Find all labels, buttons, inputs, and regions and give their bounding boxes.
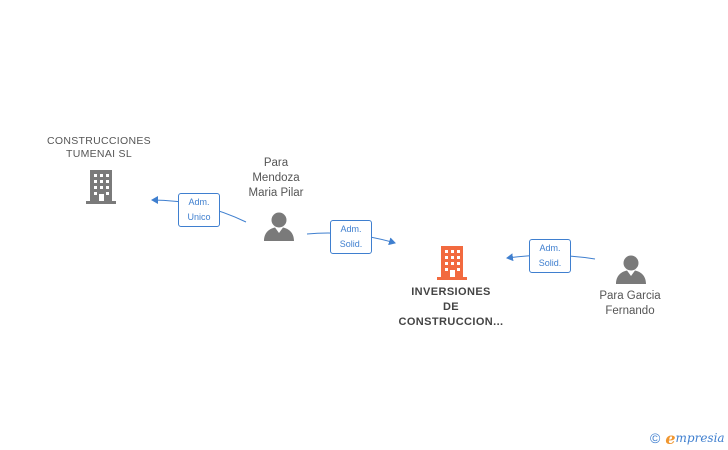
company-label-line: CONSTRUCCIONES — [47, 135, 151, 147]
company-label-tumenai[interactable]: CONSTRUCCIONES TUMENAI SL — [30, 135, 168, 161]
copyright-icon: © — [650, 430, 661, 446]
person-label-mendoza[interactable]: Para Mendoza Maria Pilar — [226, 156, 326, 201]
edge-label-line: Solid. — [339, 239, 363, 249]
company-label-inversiones[interactable]: INVERSIONES DE CONSTRUCCION... — [381, 285, 521, 330]
edge-label-line: Solid. — [538, 258, 562, 268]
company-label-line: DE — [442, 301, 460, 313]
building-icon[interactable] — [85, 169, 117, 205]
building-icon[interactable] — [436, 245, 468, 281]
person-label-line: Para — [263, 157, 289, 169]
company-label-line: TUMENAI SL — [65, 148, 132, 160]
person-label-garcia[interactable]: Para Garcia Fernando — [578, 289, 682, 319]
brand-name: mpresia — [675, 431, 725, 445]
person-label-line: Mendoza — [252, 172, 300, 184]
edge-label-adm-solid[interactable]: Adm. Solid. — [529, 239, 571, 273]
edge-label-adm-unico[interactable]: Adm. Unico — [178, 193, 220, 227]
person-label-line: Maria Pilar — [248, 187, 304, 199]
edge-label-line: Unico — [187, 212, 211, 222]
empresia-logo: © e mpresia — [650, 428, 725, 448]
edge-label-line: Adm. — [539, 243, 561, 253]
person-label-line: Fernando — [605, 305, 655, 317]
edge-label-line: Adm. — [340, 224, 362, 234]
company-label-line: CONSTRUCCION... — [398, 316, 504, 328]
person-icon[interactable] — [263, 211, 295, 242]
person-label-line: Para Garcia — [599, 290, 661, 302]
edge-label-line: Adm. — [188, 197, 210, 207]
brand-initial: e — [665, 428, 676, 448]
company-label-line: INVERSIONES — [411, 286, 491, 298]
edge-label-adm-solid[interactable]: Adm. Solid. — [330, 220, 372, 254]
person-icon[interactable] — [615, 254, 647, 285]
